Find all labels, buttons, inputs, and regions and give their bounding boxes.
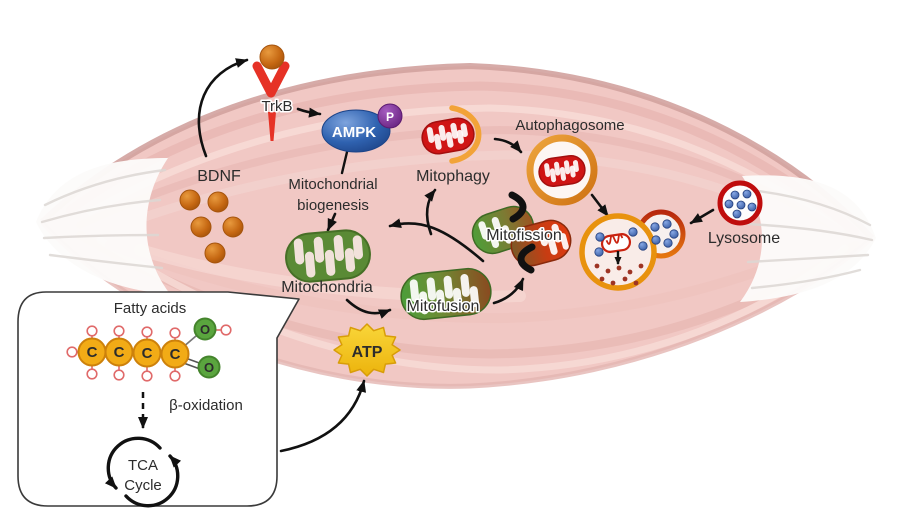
autophagosome-label: Autophagosome: [515, 117, 624, 134]
mitofission-mitochondria: [471, 191, 572, 274]
ampk-label: AMPK: [332, 124, 376, 141]
ampk-node: AMPK P: [321, 103, 403, 153]
oxygen-atoms: O O: [193, 317, 221, 379]
biogenesis-label-line1: Mitochondrial: [288, 176, 377, 193]
tendon-right: [740, 175, 876, 302]
mitochondria-label: Mitochondria: [281, 279, 373, 296]
oxygen-label: O: [200, 322, 210, 337]
carbon-label: C: [170, 346, 181, 363]
fission-constriction-top: [508, 191, 527, 223]
phospho-label: P: [386, 110, 394, 124]
carbon-label: C: [114, 344, 125, 361]
tca-label-line1: TCA: [128, 457, 158, 474]
damaged-mitochondrion: [421, 117, 475, 155]
trkb-receptor: [252, 44, 290, 141]
arrow-mitofusion-to-mitofission: [492, 277, 525, 305]
arrow-trkb-to-ampk: [296, 107, 322, 118]
tca-cycle: TCA Cycle: [104, 436, 182, 508]
bdnf-label: BDNF: [197, 168, 241, 185]
muscle-stripe: [86, 104, 844, 234]
mitofusion-mitochondrion: [400, 267, 492, 321]
fatty-acid-molecule: C C C C O O: [66, 317, 232, 382]
phagophore-membrane: [449, 105, 482, 164]
bdnf-ligand-ball: [259, 44, 285, 70]
arrow-fission-to-mitophagy: [424, 188, 437, 236]
carbon-label: C: [87, 344, 98, 361]
muscle-top-rim: [39, 62, 875, 241]
hydrogen-atoms: [66, 324, 232, 382]
arrow-fission-to-mitochondria: [388, 218, 485, 263]
biogenesis-label-line2: biogenesis: [297, 197, 369, 214]
line-ampk-to-biogenesis: [340, 150, 349, 175]
trkb-label: TrkB: [261, 98, 292, 115]
arrow-damaged-mito-to-autophagosome: [493, 137, 523, 154]
autophagosome: [526, 134, 598, 206]
tendon-left: [36, 158, 170, 294]
mitophagy-label: Mitophagy: [416, 168, 490, 185]
fatty-acids-label: Fatty acids: [114, 300, 187, 317]
carbon-atoms: C C C C: [77, 337, 190, 369]
flow-arrows: [197, 58, 715, 453]
arrow-tca-to-atp: [279, 379, 367, 453]
fatty-acid-callout: Fatty acids: [17, 291, 300, 508]
beta-oxidation-label: β-oxidation: [169, 397, 243, 414]
autolysosome: [579, 209, 686, 291]
lysosome: [717, 180, 763, 226]
muscle-stripe: [105, 238, 840, 324]
fission-constriction-bottom: [517, 243, 536, 274]
atp-label: ATP: [352, 344, 383, 361]
arrow-autophagosome-to-autolysosome: [590, 193, 610, 218]
degraded-particles: [594, 263, 644, 286]
arrow-mitochondria-to-mitofusion: [345, 298, 392, 319]
callout-bubble: [17, 291, 300, 507]
muscle-stripe: [65, 81, 860, 237]
arrow-bdnf-to-trkb: [197, 58, 249, 158]
lysosome-label: Lysosome: [708, 230, 780, 247]
mitochondria-healthy: [285, 229, 371, 283]
mitofission-label: Mitofission: [486, 227, 562, 244]
bdnf-cluster: [179, 189, 244, 264]
autolysosome-mito-remnant: [600, 233, 632, 253]
arrow-lysosome-to-autolysosome: [689, 208, 715, 225]
atp-burst: ATP: [333, 323, 401, 377]
autolysosome-enzyme-dots: [594, 219, 679, 257]
mitofusion-label: Mitofusion: [407, 298, 480, 315]
tca-label-line2: Cycle: [124, 477, 162, 494]
carbon-label: C: [142, 345, 153, 362]
oxygen-label: O: [204, 360, 214, 375]
phospho-badge: [377, 103, 403, 129]
arrow-biogenesis-to-mitochondria: [326, 212, 337, 232]
